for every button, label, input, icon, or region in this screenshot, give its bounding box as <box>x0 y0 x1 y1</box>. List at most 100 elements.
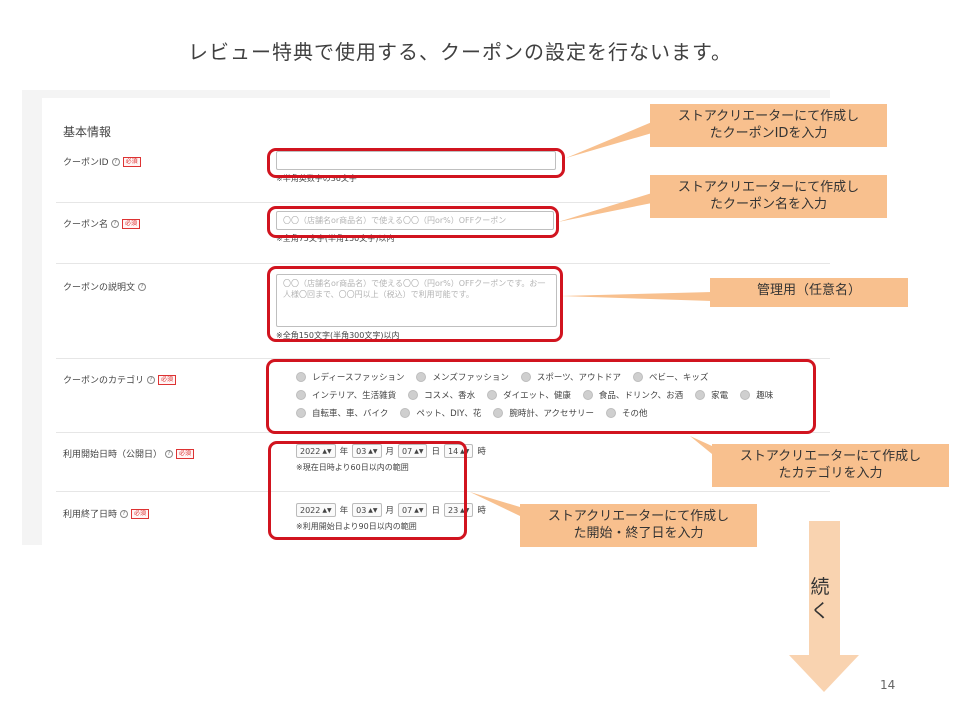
required-badge: 必須 <box>122 156 141 167</box>
coupon-id-input[interactable] <box>276 151 556 170</box>
callout-dates-text: ストアクリエーターにて作成し た開始・終了日を入力 <box>547 509 730 541</box>
category-option[interactable]: その他 <box>606 407 648 419</box>
callout-category-text: ストアクリエーターにて作成し たカテゴリを入力 <box>739 449 922 481</box>
radio-icon[interactable] <box>493 408 504 418</box>
category-option-label: 自転車、車、バイク <box>312 409 389 419</box>
start-datetime-hint: ※現在日時より60日以内の範囲 <box>296 463 409 472</box>
required-badge: 必須 <box>176 448 195 459</box>
select-arrow-icon: ▲▼ <box>414 506 424 514</box>
radio-icon[interactable] <box>582 390 593 400</box>
page-number: 14 <box>880 678 896 692</box>
category-option[interactable]: ペット、DIY、花 <box>400 407 481 419</box>
radio-icon[interactable] <box>740 390 751 400</box>
slide-title: レビュー特典で使用する、クーポンの設定を行ないます。 <box>188 40 732 64</box>
category-option[interactable]: 家電 <box>695 389 728 401</box>
category-option[interactable]: ダイエット、健康 <box>487 389 571 401</box>
category-option[interactable]: 自転車、車、バイク <box>296 407 388 419</box>
start-month-select[interactable]: 03▲▼ <box>352 444 382 458</box>
select-arrow-icon: ▲▼ <box>368 447 378 455</box>
unit-year: 年 <box>339 447 349 457</box>
category-option[interactable]: レディースファッション <box>296 371 404 383</box>
end-month-select[interactable]: 03▲▼ <box>352 503 382 517</box>
category-option[interactable]: 趣味 <box>740 389 773 401</box>
unit-month: 月 <box>385 447 395 457</box>
coupon-name-label-text: クーポン名 <box>63 220 109 230</box>
required-badge: 必須 <box>131 508 150 519</box>
coupon-id-label-text: クーポンID <box>63 158 109 168</box>
divider <box>56 263 830 264</box>
category-option[interactable]: メンズファッション <box>416 371 509 383</box>
start-month-value: 03 <box>356 446 367 456</box>
radio-icon[interactable] <box>296 408 306 418</box>
highlight-category <box>266 359 816 434</box>
radio-icon[interactable] <box>400 408 411 418</box>
help-icon[interactable]: ? <box>111 157 120 166</box>
help-icon[interactable]: ? <box>111 219 120 228</box>
end-datetime-label: 利用終了日時 ? 必須 <box>63 507 150 520</box>
unit-year: 年 <box>339 506 349 516</box>
category-option-label: 家電 <box>711 391 729 401</box>
help-icon[interactable]: ? <box>165 449 174 458</box>
highlight-description <box>267 266 563 342</box>
coupon-description-textarea[interactable]: 〇〇（店舗名or商品名）で使える〇〇（円or%）OFFクーポンです。お一人様〇回… <box>276 274 557 327</box>
required-badge: 必須 <box>158 374 177 385</box>
radio-icon[interactable] <box>408 390 419 400</box>
radio-icon[interactable] <box>520 372 531 382</box>
required-badge: 必須 <box>122 218 141 229</box>
coupon-name-hint: ※全角75文字(半角150文字)以内 <box>276 234 395 243</box>
start-year-select[interactable]: 2022▲▼ <box>296 444 336 458</box>
help-icon[interactable]: ? <box>138 282 147 291</box>
category-option[interactable]: スポーツ、アウトドア <box>520 371 621 383</box>
category-option-label: インテリア、生活雑貨 <box>312 391 397 401</box>
coupon-id-hint: ※半角英数字の36文字 <box>276 174 357 183</box>
coupon-category-label-text: クーポンのカテゴリ <box>63 376 145 386</box>
coupon-description-label: クーポンの説明文 ? <box>63 280 147 293</box>
coupon-name-input[interactable]: 〇〇（店舗名or商品名）で使える〇〇（円or%）OFFクーポン <box>276 211 554 230</box>
unit-day: 日 <box>431 506 440 516</box>
help-icon[interactable]: ? <box>120 509 129 518</box>
category-options-row: 自転車、車、バイク ペット、DIY、花 腕時計、アクセサリー その他 <box>296 407 648 419</box>
end-day-select[interactable]: 07▲▼ <box>398 503 428 517</box>
coupon-category-label: クーポンのカテゴリ ? 必須 <box>63 373 177 386</box>
category-option-label: 趣味 <box>756 391 774 401</box>
radio-icon[interactable] <box>296 372 306 382</box>
category-options-row: レディースファッション メンズファッション スポーツ、アウトドア ベビー、キッズ <box>296 371 708 383</box>
radio-icon[interactable] <box>296 390 306 400</box>
connector-coupon-id <box>566 122 652 158</box>
coupon-id-label: クーポンID ? 必須 <box>63 155 141 168</box>
category-option[interactable]: 食品、ドリンク、お酒 <box>582 389 683 401</box>
unit-day: 日 <box>431 447 440 457</box>
category-option-label: 腕時計、アクセサリー <box>509 409 594 419</box>
category-option[interactable]: 腕時計、アクセサリー <box>493 407 594 419</box>
highlight-coupon-name <box>267 206 559 238</box>
section-title: 基本情報 <box>63 125 112 139</box>
radio-icon[interactable] <box>416 372 427 382</box>
radio-icon[interactable] <box>487 390 498 400</box>
category-options-row: インテリア、生活雑貨 コスメ、香水 ダイエット、健康 食品、ドリンク、お酒 家電… <box>296 389 773 401</box>
category-option[interactable]: コスメ、香水 <box>408 389 475 401</box>
category-option[interactable]: インテリア、生活雑貨 <box>296 389 396 401</box>
radio-icon[interactable] <box>695 390 706 400</box>
radio-icon[interactable] <box>606 408 616 418</box>
next-label: 続く <box>810 576 830 622</box>
divider <box>56 491 830 492</box>
category-option[interactable]: ベビー、キッズ <box>632 371 708 383</box>
next-arrow-icon <box>789 521 859 692</box>
callout-dates: ストアクリエーターにて作成し た開始・終了日を入力 <box>520 504 757 547</box>
end-datetime-label-text: 利用終了日時 <box>63 510 118 520</box>
callout-coupon-name-text: ストアクリエーターにて作成し たクーポン名を入力 <box>677 180 860 212</box>
select-arrow-icon: ▲▼ <box>322 447 332 455</box>
end-hour-value: 23 <box>447 505 459 515</box>
coupon-description-label-text: クーポンの説明文 <box>63 283 136 293</box>
radio-icon[interactable] <box>632 372 643 382</box>
divider <box>56 358 830 359</box>
start-day-value: 07 <box>402 446 413 456</box>
form-screenshot: 基本情報 クーポンID ? 必須 ※半角英数字の36文字 クーポン名 ? 必須 … <box>22 90 830 545</box>
category-option-label: レディースファッション <box>312 373 405 383</box>
callout-category: ストアクリエーターにて作成し たカテゴリを入力 <box>712 444 949 487</box>
end-year-select[interactable]: 2022▲▼ <box>296 503 336 517</box>
select-arrow-icon: ▲▼ <box>414 447 424 455</box>
help-icon[interactable]: ? <box>147 375 156 384</box>
start-day-select[interactable]: 07▲▼ <box>398 444 428 458</box>
